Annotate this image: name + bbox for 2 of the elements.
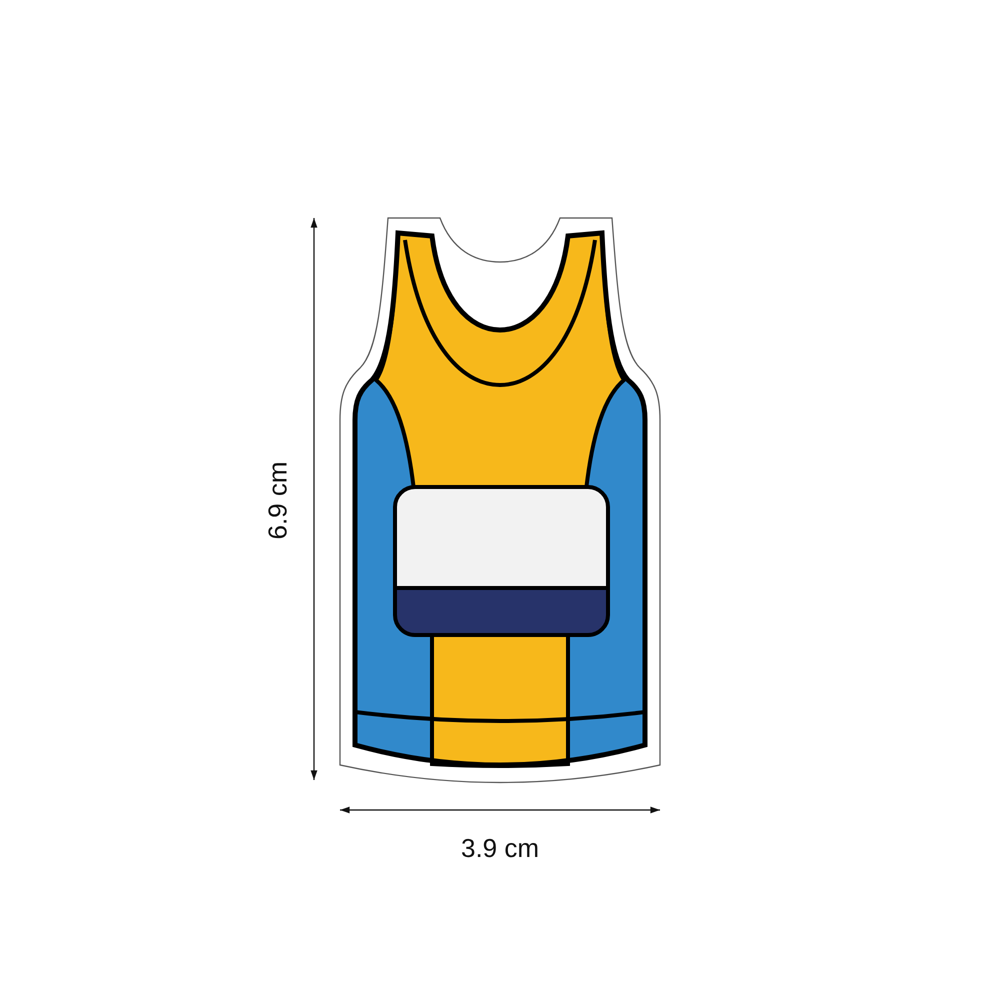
dimension-label: 6.9 cm xyxy=(262,460,294,540)
dimension-label: 3.9 cm xyxy=(461,832,540,864)
